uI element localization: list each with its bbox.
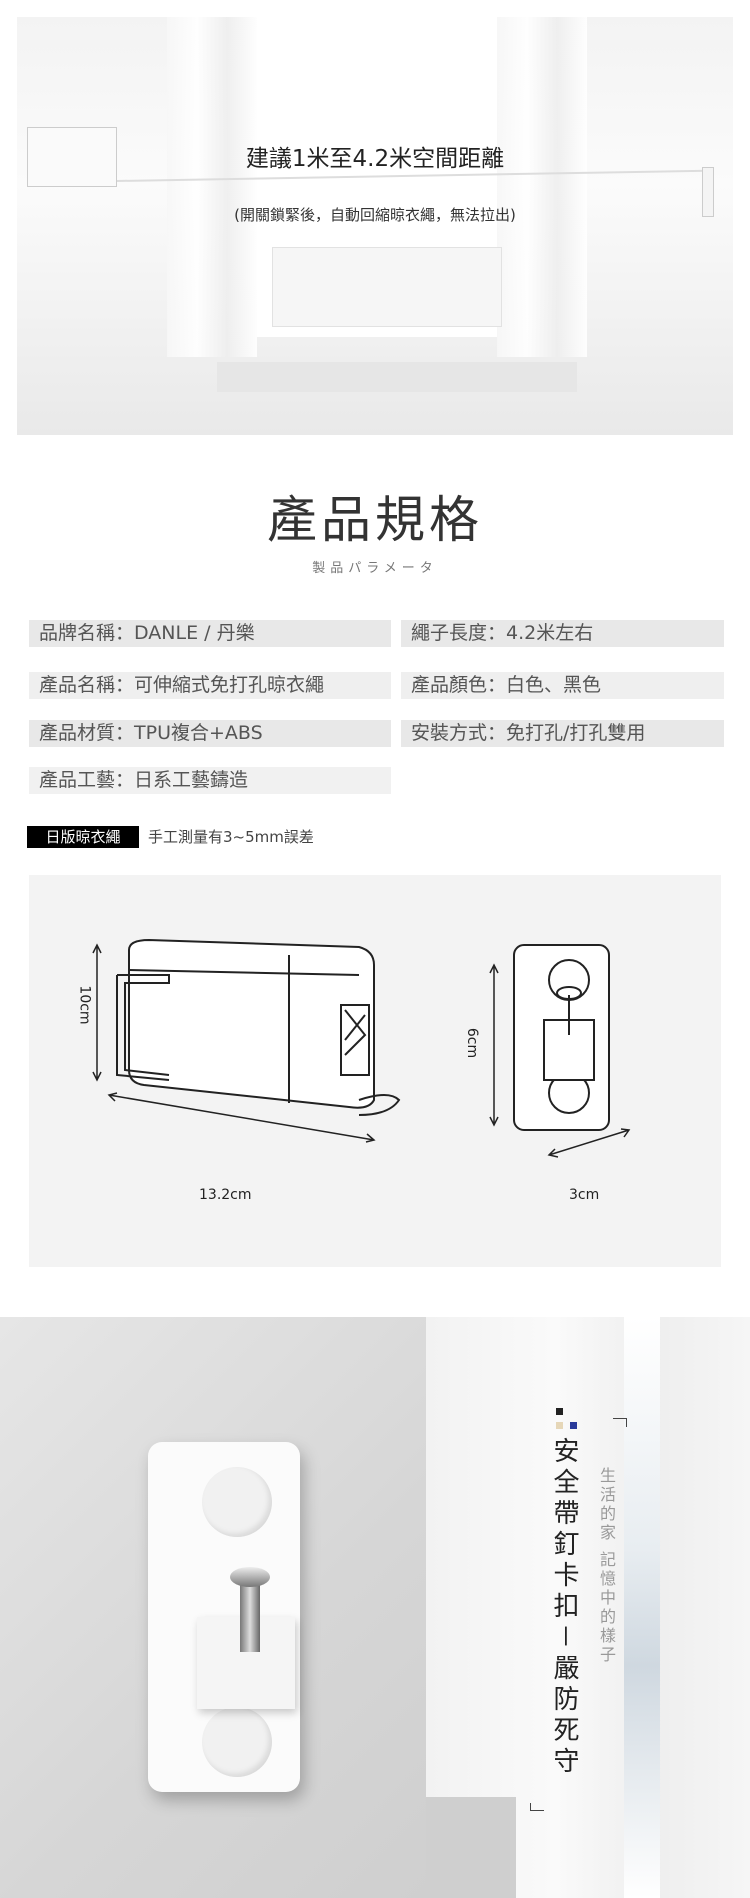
hook-photo xyxy=(0,1317,426,1898)
main-unit-drawing xyxy=(116,938,401,1116)
feature-title: 安全帶釘卡扣－嚴防死守 xyxy=(549,1437,579,1779)
window-view xyxy=(624,1317,660,1898)
size-note: 手工測量有3~5mm誤差 xyxy=(148,828,314,846)
screw-cap xyxy=(202,1467,272,1537)
screw-cap xyxy=(202,1707,272,1777)
sofa xyxy=(272,247,502,327)
hero-image: 建議1米至4.2米空間距離 (開關鎖緊後，自動回縮晾衣繩，無法拉出) xyxy=(17,17,733,435)
spec-subtitle: 製品パラメータ xyxy=(312,561,438,576)
dimension-arrows xyxy=(92,943,631,1158)
spec-brand: 品牌名稱：DANLE / 丹樂 xyxy=(29,620,391,647)
swatch xyxy=(556,1422,563,1429)
swatch xyxy=(570,1422,577,1429)
pin-head xyxy=(230,1567,270,1587)
device-body xyxy=(27,127,117,187)
corner-mark xyxy=(530,1803,544,1811)
swatch xyxy=(556,1408,563,1415)
spec-craft: 產品工藝：日系工藝鑄造 xyxy=(29,767,391,794)
corner-mark xyxy=(613,1418,627,1427)
chair xyxy=(426,1797,516,1898)
spec-install: 安裝方式：免打孔/打孔雙用 xyxy=(401,720,724,747)
curtain xyxy=(167,17,257,357)
spec-rope-length: 繩子長度：4.2米左右 xyxy=(401,620,724,647)
wall-hook xyxy=(702,167,714,217)
width-label-main: 13.2cm xyxy=(199,1187,252,1203)
spec-color: 產品顏色：白色、黑色 xyxy=(401,672,724,699)
curtain-photo: 安全帶釘卡扣－嚴防死守 生活的家 記憶中的樣子 xyxy=(426,1317,750,1898)
hero-subtitle: (開關鎖緊後，自動回縮晾衣繩，無法拉出) xyxy=(234,206,516,224)
metal-pin xyxy=(240,1577,260,1652)
feature-tagline: 生活的家 記憶中的樣子 xyxy=(597,1467,616,1666)
curtain xyxy=(497,17,587,357)
height-label-hook: 6cm xyxy=(464,1027,481,1059)
spec-title: 產品規格 xyxy=(267,491,483,549)
spec-material: 產品材質：TPU複合+ABS xyxy=(29,720,391,747)
spec-product-name: 產品名稱：可伸縮式免打孔晾衣繩 xyxy=(29,672,391,699)
dimension-drawing xyxy=(92,938,631,1158)
width-label-hook: 3cm xyxy=(569,1187,600,1203)
hook-drawing xyxy=(513,944,610,1131)
hero-title: 建議1米至4.2米空間距離 xyxy=(245,146,505,172)
size-tag: 日版晾衣繩 xyxy=(27,826,139,848)
rug xyxy=(217,362,577,392)
height-label-main: 10cm xyxy=(76,985,93,1025)
dimension-diagram: 10cm 13.2cm 6cm 3cm xyxy=(29,875,721,1267)
